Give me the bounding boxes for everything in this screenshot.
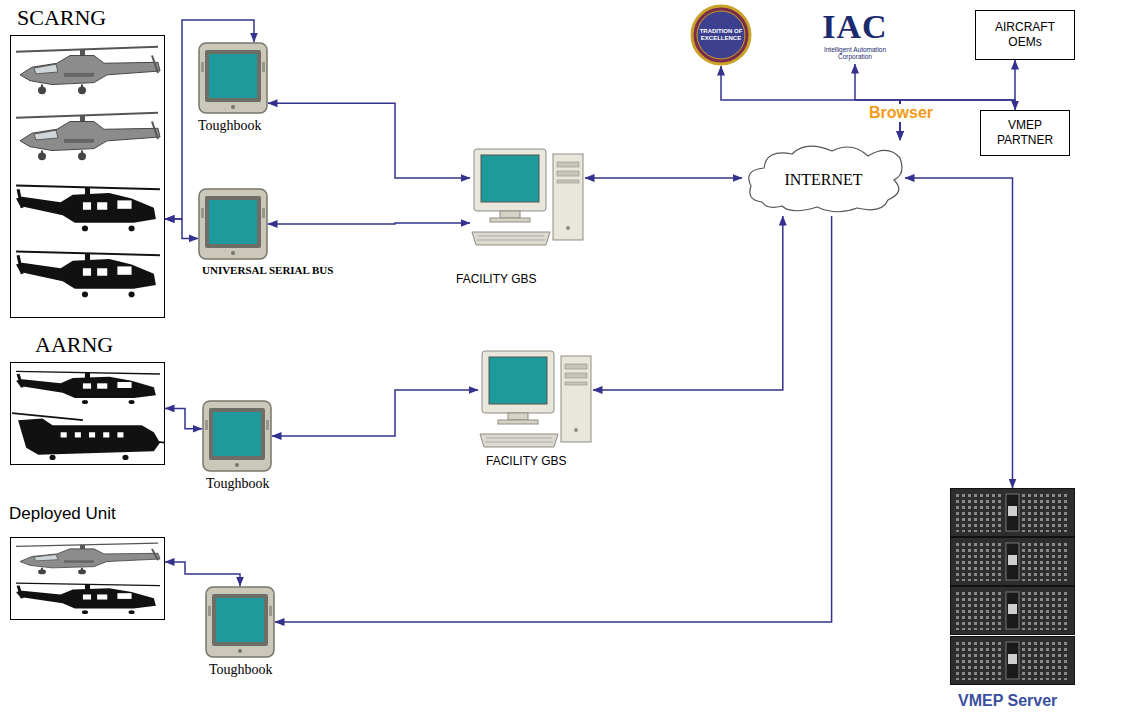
toughbook-icon: [199, 43, 267, 113]
cloud-shape: [749, 146, 902, 212]
chinook-helicopter: [12, 413, 164, 460]
unit-panel: Deployed Unit: [10, 537, 165, 620]
computer-icon: [480, 351, 591, 447]
toughbook: Toughbook: [198, 42, 268, 114]
device-label: Toughbook: [209, 662, 273, 678]
toughbook-icon: [203, 401, 271, 471]
partner-box: AIRCRAFT OEMs: [975, 10, 1075, 60]
apache-helicopter: [16, 543, 160, 574]
server-unit: [951, 637, 1075, 685]
computer-icon: [472, 149, 583, 245]
connector-arrow: [165, 562, 240, 586]
connector-arrow: [721, 66, 900, 140]
company-logo: IAC Intelligent Automation Corporation: [800, 6, 910, 64]
unit-panel: SCARNG: [10, 35, 165, 318]
unit-heading: SCARNG: [17, 5, 106, 31]
connector-arrow: [268, 223, 470, 224]
connector-arrow: [855, 64, 900, 140]
blackhawk-helicopter: [16, 251, 160, 297]
toughbook: Toughbook: [205, 586, 275, 658]
unit-panel: AARNG: [10, 362, 165, 465]
connector-arrow: [268, 103, 470, 178]
server-unit: [951, 587, 1075, 635]
connector-arrow: [165, 219, 198, 238]
logo-name: Intelligent Automation Corporation: [815, 46, 895, 61]
server: VMEP Server: [950, 488, 1075, 686]
connector-arrow: [905, 178, 1013, 488]
cloud-label: INTERNET: [784, 171, 862, 189]
logo-seal: TRADITION OF EXCELLENCE: [690, 4, 752, 66]
seal-inner: [697, 11, 745, 59]
computer-label: FACILITY GBS: [486, 454, 566, 468]
connector-arrow: [275, 216, 832, 622]
connector-arrow: [593, 216, 783, 390]
internet-cloud: INTERNET: [742, 140, 905, 216]
server-label: VMEP Server: [958, 692, 1057, 710]
toughbook: Toughbook: [202, 400, 272, 472]
connector-arrow: [272, 390, 478, 436]
toughbook-icon: [199, 189, 267, 259]
server-unit: [951, 489, 1075, 537]
toughbook-icon: [206, 587, 274, 657]
bus-label: UNIVERSAL SERIAL BUS: [202, 264, 333, 276]
connector-arrow: [585, 177, 742, 179]
unit-heading: Deployed Unit: [9, 504, 116, 524]
seal-motto: TRADITION OF EXCELLENCE: [699, 28, 743, 42]
device-label: Toughbook: [206, 476, 270, 492]
connector-arrow: [165, 408, 202, 428]
interface-label: Browser: [866, 104, 936, 122]
seal-ring: [692, 6, 750, 64]
server-unit: [951, 538, 1075, 586]
toughbook: UNIVERSAL SERIAL BUS: [198, 188, 268, 260]
blackhawk-helicopter: [16, 371, 160, 404]
box-label: AIRCRAFT OEMs: [989, 20, 1061, 50]
logo-letters: IAC: [822, 10, 887, 44]
blackhawk-helicopter: [16, 583, 160, 614]
unit-heading: AARNG: [35, 332, 113, 358]
box-label: VMEP PARTNER: [993, 118, 1057, 148]
facility-computer: FACILITY GBS: [470, 148, 585, 248]
apache-helicopter: [16, 113, 160, 160]
apache-helicopter: [16, 47, 160, 94]
computer-label: FACILITY GBS: [456, 272, 536, 286]
facility-computer: FACILITY GBS: [478, 350, 593, 450]
blackhawk-helicopter: [16, 185, 160, 231]
device-label: Toughbook: [198, 118, 262, 134]
partner-box: VMEP PARTNER: [980, 110, 1070, 156]
